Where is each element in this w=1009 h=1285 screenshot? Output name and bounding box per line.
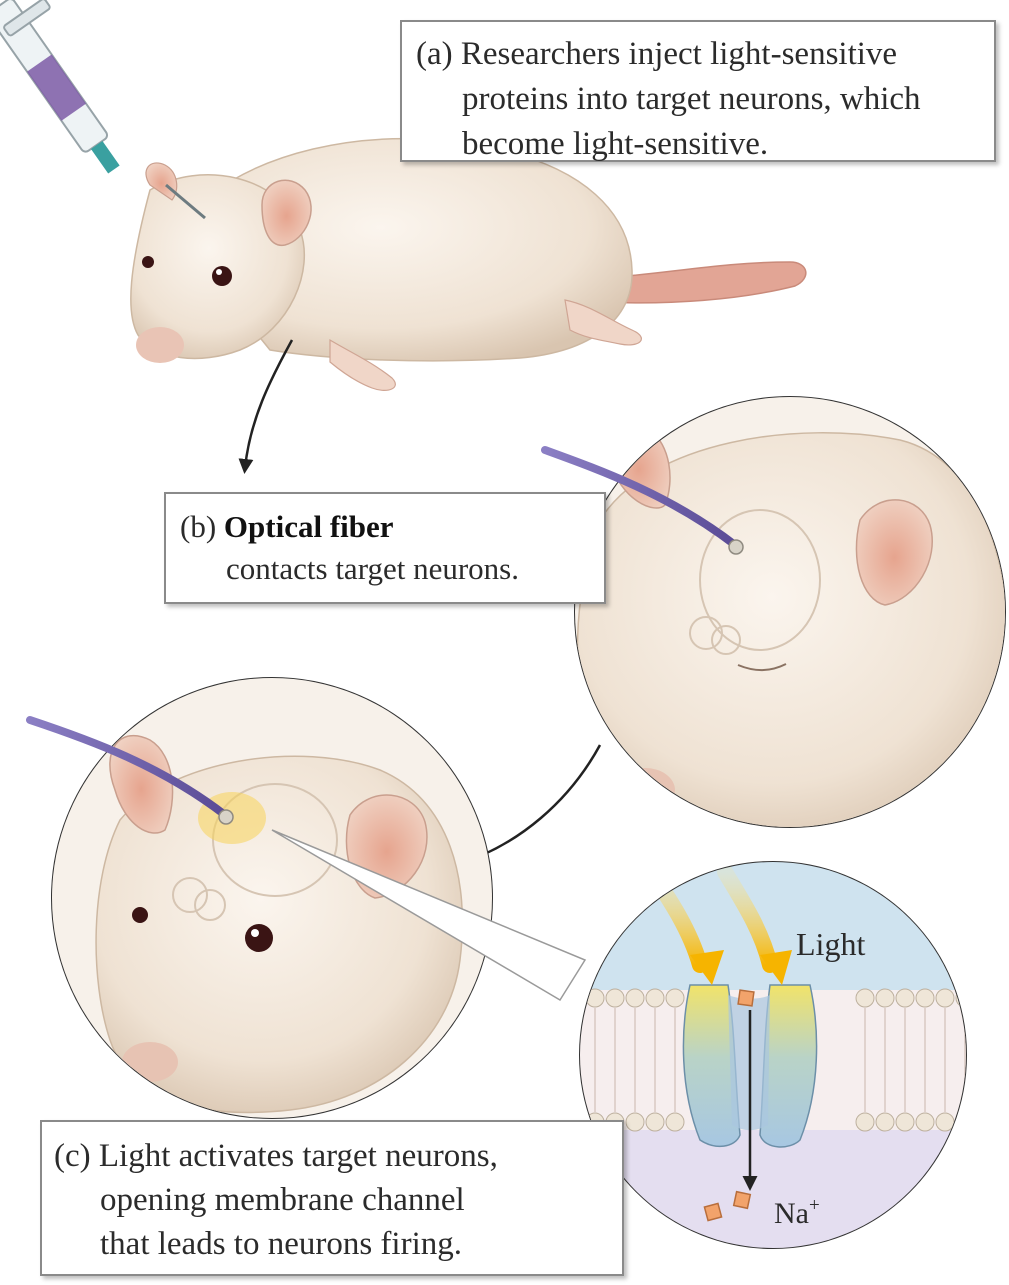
caption-c-letter: (c)	[54, 1138, 91, 1174]
ion-name: Na	[774, 1197, 809, 1230]
caption-a-line-3: become light-sensitive.	[416, 122, 994, 167]
caption-c: (c) Light activates target neurons, open…	[40, 1120, 624, 1276]
caption-a-line-2: proteins into target neurons, which	[416, 77, 994, 122]
ion-square-2	[734, 1192, 751, 1209]
caption-b-term: Optical fiber	[224, 509, 394, 544]
caption-c-line-1: Light activates target neurons,	[99, 1138, 498, 1174]
caption-a-line-1: Researchers inject light-sensitive	[461, 36, 897, 72]
ion-charge: +	[809, 1195, 820, 1216]
caption-c-line-2: opening membrane channel	[54, 1178, 622, 1222]
caption-a-letter: (a)	[416, 36, 453, 72]
caption-b: (b) Optical fiber contacts target neuron…	[164, 492, 606, 604]
caption-b-letter: (b)	[180, 509, 216, 544]
ion-square-1	[704, 1203, 721, 1220]
arrow-a-to-b	[245, 340, 292, 468]
membrane-inset: Light Na+	[560, 860, 990, 1270]
caption-c-line-3: that leads to neurons firing.	[54, 1222, 622, 1266]
caption-a: (a) Researchers inject light-sensitive p…	[400, 20, 996, 162]
magnified-head-b	[545, 390, 1009, 842]
caption-b-line-2: contacts target neurons.	[180, 548, 604, 590]
light-label: Light	[796, 926, 865, 962]
